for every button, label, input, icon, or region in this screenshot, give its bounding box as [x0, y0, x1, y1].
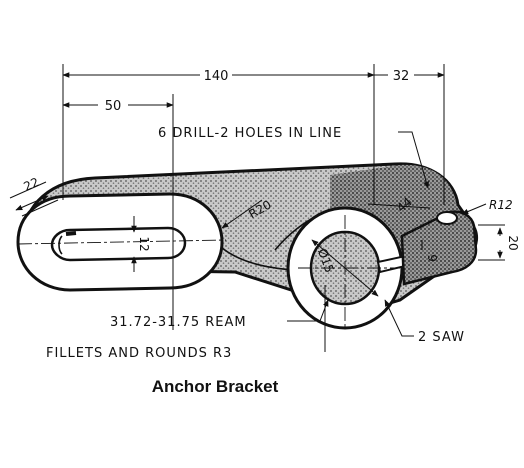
drill-hole-lug — [436, 211, 458, 225]
note-ream: 31.72-31.75 REAM — [110, 315, 247, 330]
dim-32: 32 — [393, 69, 410, 84]
dim-20: 20 — [506, 235, 520, 250]
note-fillets: FILLETS AND ROUNDS R3 — [46, 346, 232, 361]
note-saw: 2 SAW — [418, 330, 465, 345]
dim-140: 140 — [204, 69, 229, 84]
slot-outline — [50, 226, 187, 262]
dim-50: 50 — [105, 99, 122, 114]
right-lug — [400, 210, 478, 286]
dim-12: 12 — [137, 236, 151, 251]
bracket-body — [16, 162, 478, 330]
dimension-lines — [9, 72, 503, 297]
note-leaders — [287, 131, 429, 337]
dim-9: 9 — [425, 254, 439, 262]
dim-22: 22 — [22, 175, 42, 194]
note-drill: 6 DRILL-2 HOLES IN LINE — [158, 126, 342, 141]
dim-r12: R12 — [489, 198, 513, 212]
drawing-title: Anchor Bracket — [152, 377, 279, 396]
